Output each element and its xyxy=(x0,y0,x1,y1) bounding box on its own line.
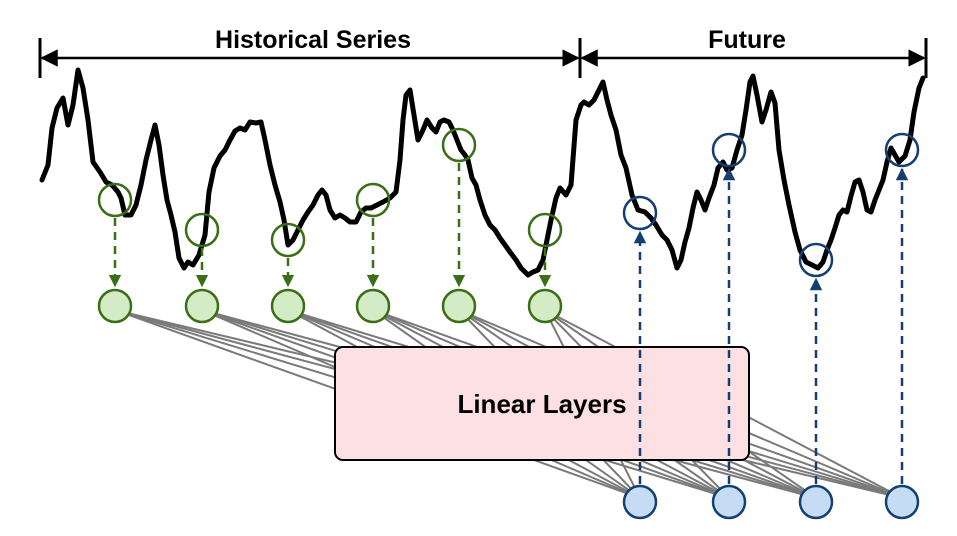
historical-highlight-circle xyxy=(527,212,563,248)
future-highlight-circle xyxy=(622,195,658,231)
future-output-node xyxy=(711,484,747,520)
linear-layers-label: Linear Layers xyxy=(457,389,626,419)
historical-highlight-circle xyxy=(441,127,477,163)
nodes xyxy=(97,288,920,520)
historical-highlight-circle xyxy=(355,182,391,218)
historical-input-node xyxy=(527,288,563,324)
future-output-node xyxy=(884,484,920,520)
historical-input-node xyxy=(270,288,306,324)
historical-input-node xyxy=(441,288,477,324)
historical-series-label: Historical Series xyxy=(215,26,411,54)
time-series-line xyxy=(39,67,926,278)
future-label: Future xyxy=(708,26,786,54)
historical-input-node xyxy=(184,288,220,324)
historical-highlight-circle xyxy=(184,212,220,248)
historical-input-node xyxy=(97,288,133,324)
future-span xyxy=(580,38,928,78)
historical-input-node xyxy=(355,288,391,324)
future-highlight-circle xyxy=(711,132,747,168)
future-highlight-circle xyxy=(884,132,920,168)
highlight-circles xyxy=(97,127,920,278)
linear-layers-box xyxy=(334,346,750,461)
historical-highlight-circle xyxy=(97,182,133,218)
historical-span xyxy=(38,38,582,78)
future-output-node xyxy=(798,484,834,520)
projection-arrows xyxy=(108,163,909,484)
future-output-node xyxy=(622,484,658,520)
historical-highlight-circle xyxy=(270,222,306,258)
future-highlight-circle xyxy=(798,242,834,278)
